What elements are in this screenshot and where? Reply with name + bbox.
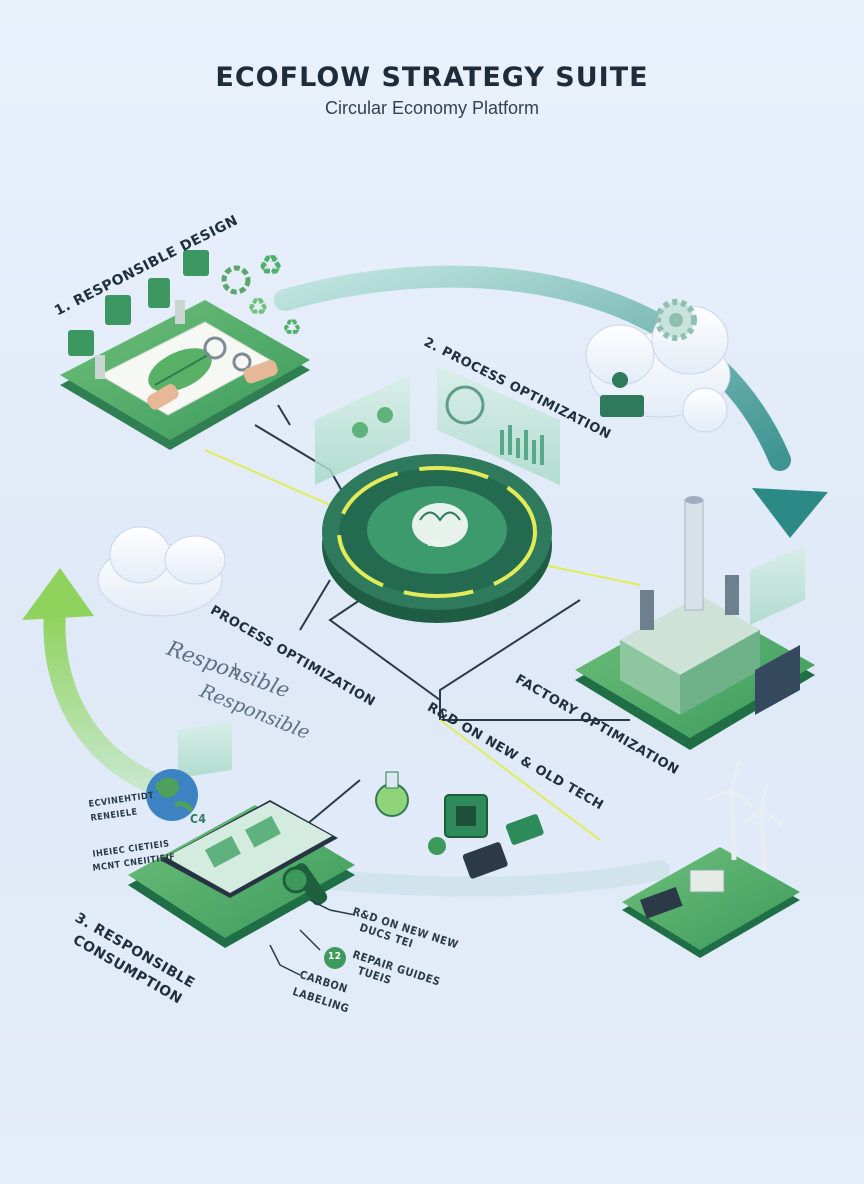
svg-text:♻: ♻ — [247, 293, 269, 321]
consumption-callout-lines — [269, 899, 356, 976]
ai-hub-label: AI — [428, 538, 441, 549]
repair-badge — [324, 947, 346, 969]
earth-badge-label: C4 — [190, 812, 207, 826]
cloud-left — [97, 526, 226, 617]
tech-items — [375, 771, 544, 879]
holo-panels — [178, 365, 805, 778]
handwritten-arrow: ↓ — [228, 660, 244, 681]
page-subtitle: Circular Economy Platform — [324, 98, 540, 118]
flow-arrow-left — [22, 568, 181, 801]
design-icons: ♻ ♻ ♻ — [68, 249, 302, 356]
flow-arrow-top-right — [274, 265, 828, 538]
recycle-icon: ♻ — [258, 249, 283, 282]
turbine-platform — [622, 761, 800, 958]
gear-icon — [600, 299, 697, 417]
ai-hub — [322, 454, 552, 623]
factory-platform — [575, 496, 815, 750]
design-platform — [60, 300, 310, 450]
earth-globe — [146, 769, 198, 821]
flow-arrow-bottom — [320, 860, 670, 897]
repair-badge-label: 12 — [328, 951, 342, 962]
consumption-platform — [128, 800, 355, 948]
page-title: ECOFLOW STRATEGY SUITE — [215, 62, 649, 93]
svg-text:♻: ♻ — [282, 316, 302, 341]
connector-lines — [204, 404, 641, 841]
